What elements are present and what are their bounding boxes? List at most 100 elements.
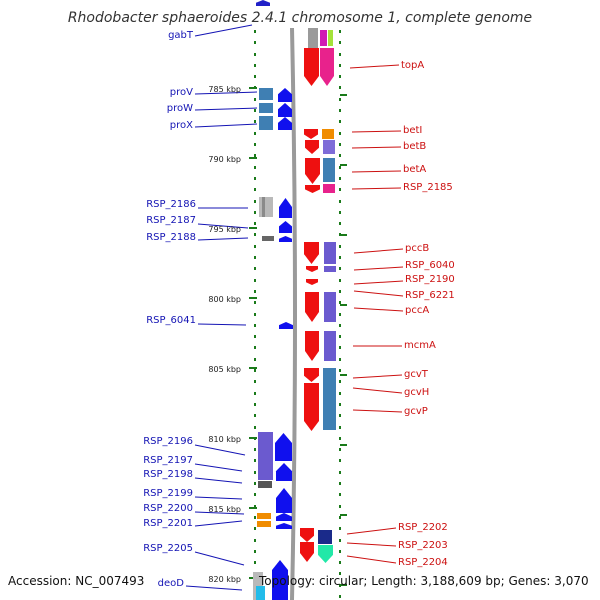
forward-gene-arrow (279, 322, 293, 329)
minor-tick (339, 335, 341, 338)
forward-gene-arrow (276, 488, 292, 513)
minor-tick (339, 53, 341, 56)
minor-tick (339, 120, 341, 123)
major-tick (340, 584, 347, 586)
scale-label: 815 kbp (208, 505, 241, 514)
scale-label: 820 kbp (208, 575, 241, 584)
gene-label: RSP_6221 (405, 290, 455, 301)
minor-tick (339, 380, 341, 383)
gene-label: RSP_2203 (398, 540, 448, 551)
gene-label: RSP_2188 (146, 232, 196, 243)
forward-gene-arrow (272, 560, 288, 600)
gene-label: betA (403, 164, 426, 175)
label-leader-line (349, 64, 400, 69)
cog-category-block (324, 266, 336, 272)
minor-tick (339, 437, 341, 440)
minor-tick (339, 505, 341, 508)
cog-category-block (259, 88, 273, 130)
minor-tick (254, 64, 256, 67)
minor-tick (339, 392, 341, 395)
minor-tick (339, 539, 341, 542)
minor-tick (339, 64, 341, 67)
label-leader-line (194, 24, 253, 37)
gene-label: deoD (158, 578, 185, 589)
cog-category-block (258, 481, 272, 488)
cog-category-block (262, 236, 274, 241)
cog-category-block (259, 197, 273, 217)
minor-tick (339, 358, 341, 361)
major-tick (340, 164, 347, 166)
minor-tick (254, 109, 256, 112)
minor-tick (254, 279, 256, 282)
minor-tick (339, 426, 341, 429)
gene-label: RSP_2204 (398, 557, 448, 568)
minor-tick (254, 132, 256, 135)
cog-category-block (323, 184, 335, 193)
minor-tick (339, 527, 341, 530)
minor-tick (339, 572, 341, 575)
minor-tick (254, 459, 256, 462)
reverse-gene-arrow (305, 140, 319, 154)
minor-tick (339, 448, 341, 451)
gene-label: RSP_2187 (146, 215, 196, 226)
minor-tick (339, 459, 341, 462)
forward-gene-arrow (278, 103, 292, 117)
gene-label: RSP_6040 (405, 260, 455, 271)
gene-label: gabT (168, 30, 194, 41)
reverse-gene-arrow (304, 48, 319, 86)
minor-tick (254, 448, 256, 451)
forward-gene-arrow (279, 236, 292, 242)
label-leader-line (194, 463, 243, 472)
cog-category-block (323, 158, 335, 182)
reverse-gene-arrow (300, 528, 314, 542)
label-leader-line (185, 585, 243, 591)
reverse-gene-arrow (305, 331, 319, 361)
minor-tick (254, 53, 256, 56)
major-tick (249, 507, 257, 509)
gene-label: gcvT (404, 369, 429, 380)
forward-gene-arrow (279, 198, 292, 218)
minor-tick (339, 30, 341, 33)
gene-label: pccA (405, 305, 429, 316)
label-leader-line (353, 307, 404, 312)
cog-category-block (323, 140, 335, 154)
minor-tick (339, 200, 341, 203)
minor-tick (339, 471, 341, 474)
minor-tick (254, 392, 256, 395)
minor-tick (254, 245, 256, 248)
scale-label: 795 kbp (208, 225, 241, 234)
cog-category-block (322, 129, 334, 139)
minor-tick (339, 482, 341, 485)
minor-tick (254, 166, 256, 169)
minor-tick (254, 222, 256, 225)
cog-category-block (256, 586, 265, 600)
minor-tick (339, 98, 341, 101)
gene-label: proV (170, 87, 193, 98)
label-leader-line (194, 123, 258, 128)
minor-tick (254, 550, 256, 553)
major-tick (249, 437, 257, 439)
minor-tick (254, 471, 256, 474)
minor-tick (339, 188, 341, 191)
gene-label: RSP_2196 (143, 436, 193, 447)
major-tick (249, 157, 257, 159)
gene-label: RSP_6041 (146, 315, 196, 326)
minor-tick (339, 143, 341, 146)
label-leader-line (194, 477, 243, 484)
minor-tick (254, 188, 256, 191)
minor-tick (339, 595, 341, 598)
scale-label: 790 kbp (208, 155, 241, 164)
scale-label: 805 kbp (208, 365, 241, 374)
minor-tick (254, 301, 256, 304)
gene-label: pccB (405, 243, 429, 254)
major-tick (340, 444, 347, 446)
label-leader-line (351, 130, 402, 133)
reverse-gene-arrow (300, 542, 314, 562)
gene-label: topA (401, 60, 424, 71)
minor-tick (254, 290, 256, 293)
major-tick (249, 297, 257, 299)
label-leader-line (194, 91, 258, 95)
forward-gene-arrow (276, 523, 292, 529)
